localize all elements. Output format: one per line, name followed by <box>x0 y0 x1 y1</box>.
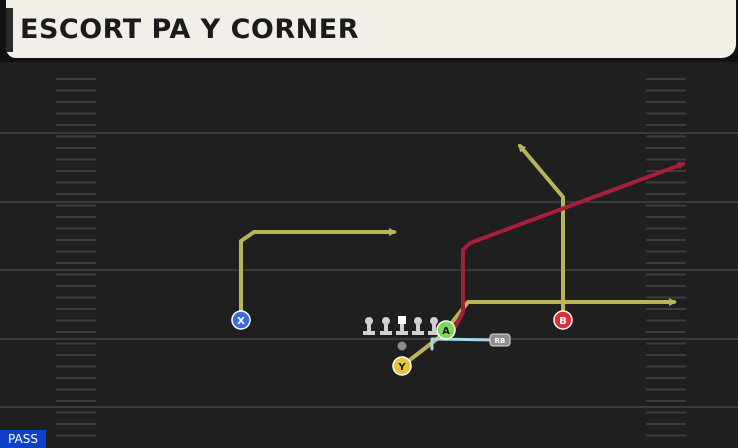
play-type-badge: PASS <box>0 430 46 448</box>
play-title: ESCORT PA Y CORNER <box>20 14 359 45</box>
qb-icon <box>397 341 407 351</box>
lineman-icon <box>380 317 392 335</box>
center-icon <box>396 316 408 335</box>
player-rb[interactable]: RB <box>489 333 511 347</box>
player-a-label: A <box>442 326 450 337</box>
lineman-icon <box>412 317 424 335</box>
title-card <box>6 0 736 58</box>
offensive-line <box>363 316 440 335</box>
player-x[interactable]: X <box>231 310 251 330</box>
route-rb-block <box>430 337 500 351</box>
hash-marks-right <box>646 78 686 437</box>
player-y[interactable]: Y <box>392 356 412 376</box>
play-field: RB X A B Y <box>0 62 738 448</box>
player-b-label: B <box>559 316 567 327</box>
route-x-out <box>239 228 397 322</box>
field-background <box>0 62 738 448</box>
player-a[interactable]: A <box>436 320 456 340</box>
hash-marks-left <box>56 78 96 437</box>
title-accent-bar <box>6 8 13 52</box>
route-a-flat <box>444 298 677 332</box>
lineman-icon <box>428 317 440 335</box>
player-x-label: X <box>237 316 245 327</box>
lineman-icon <box>363 317 375 335</box>
route-b-post <box>518 143 565 322</box>
route-deep-corner <box>453 161 686 329</box>
player-y-label: Y <box>397 362 406 373</box>
yard-lines <box>0 132 738 408</box>
player-b[interactable]: B <box>553 310 573 330</box>
player-rb-label: RB <box>495 337 506 345</box>
